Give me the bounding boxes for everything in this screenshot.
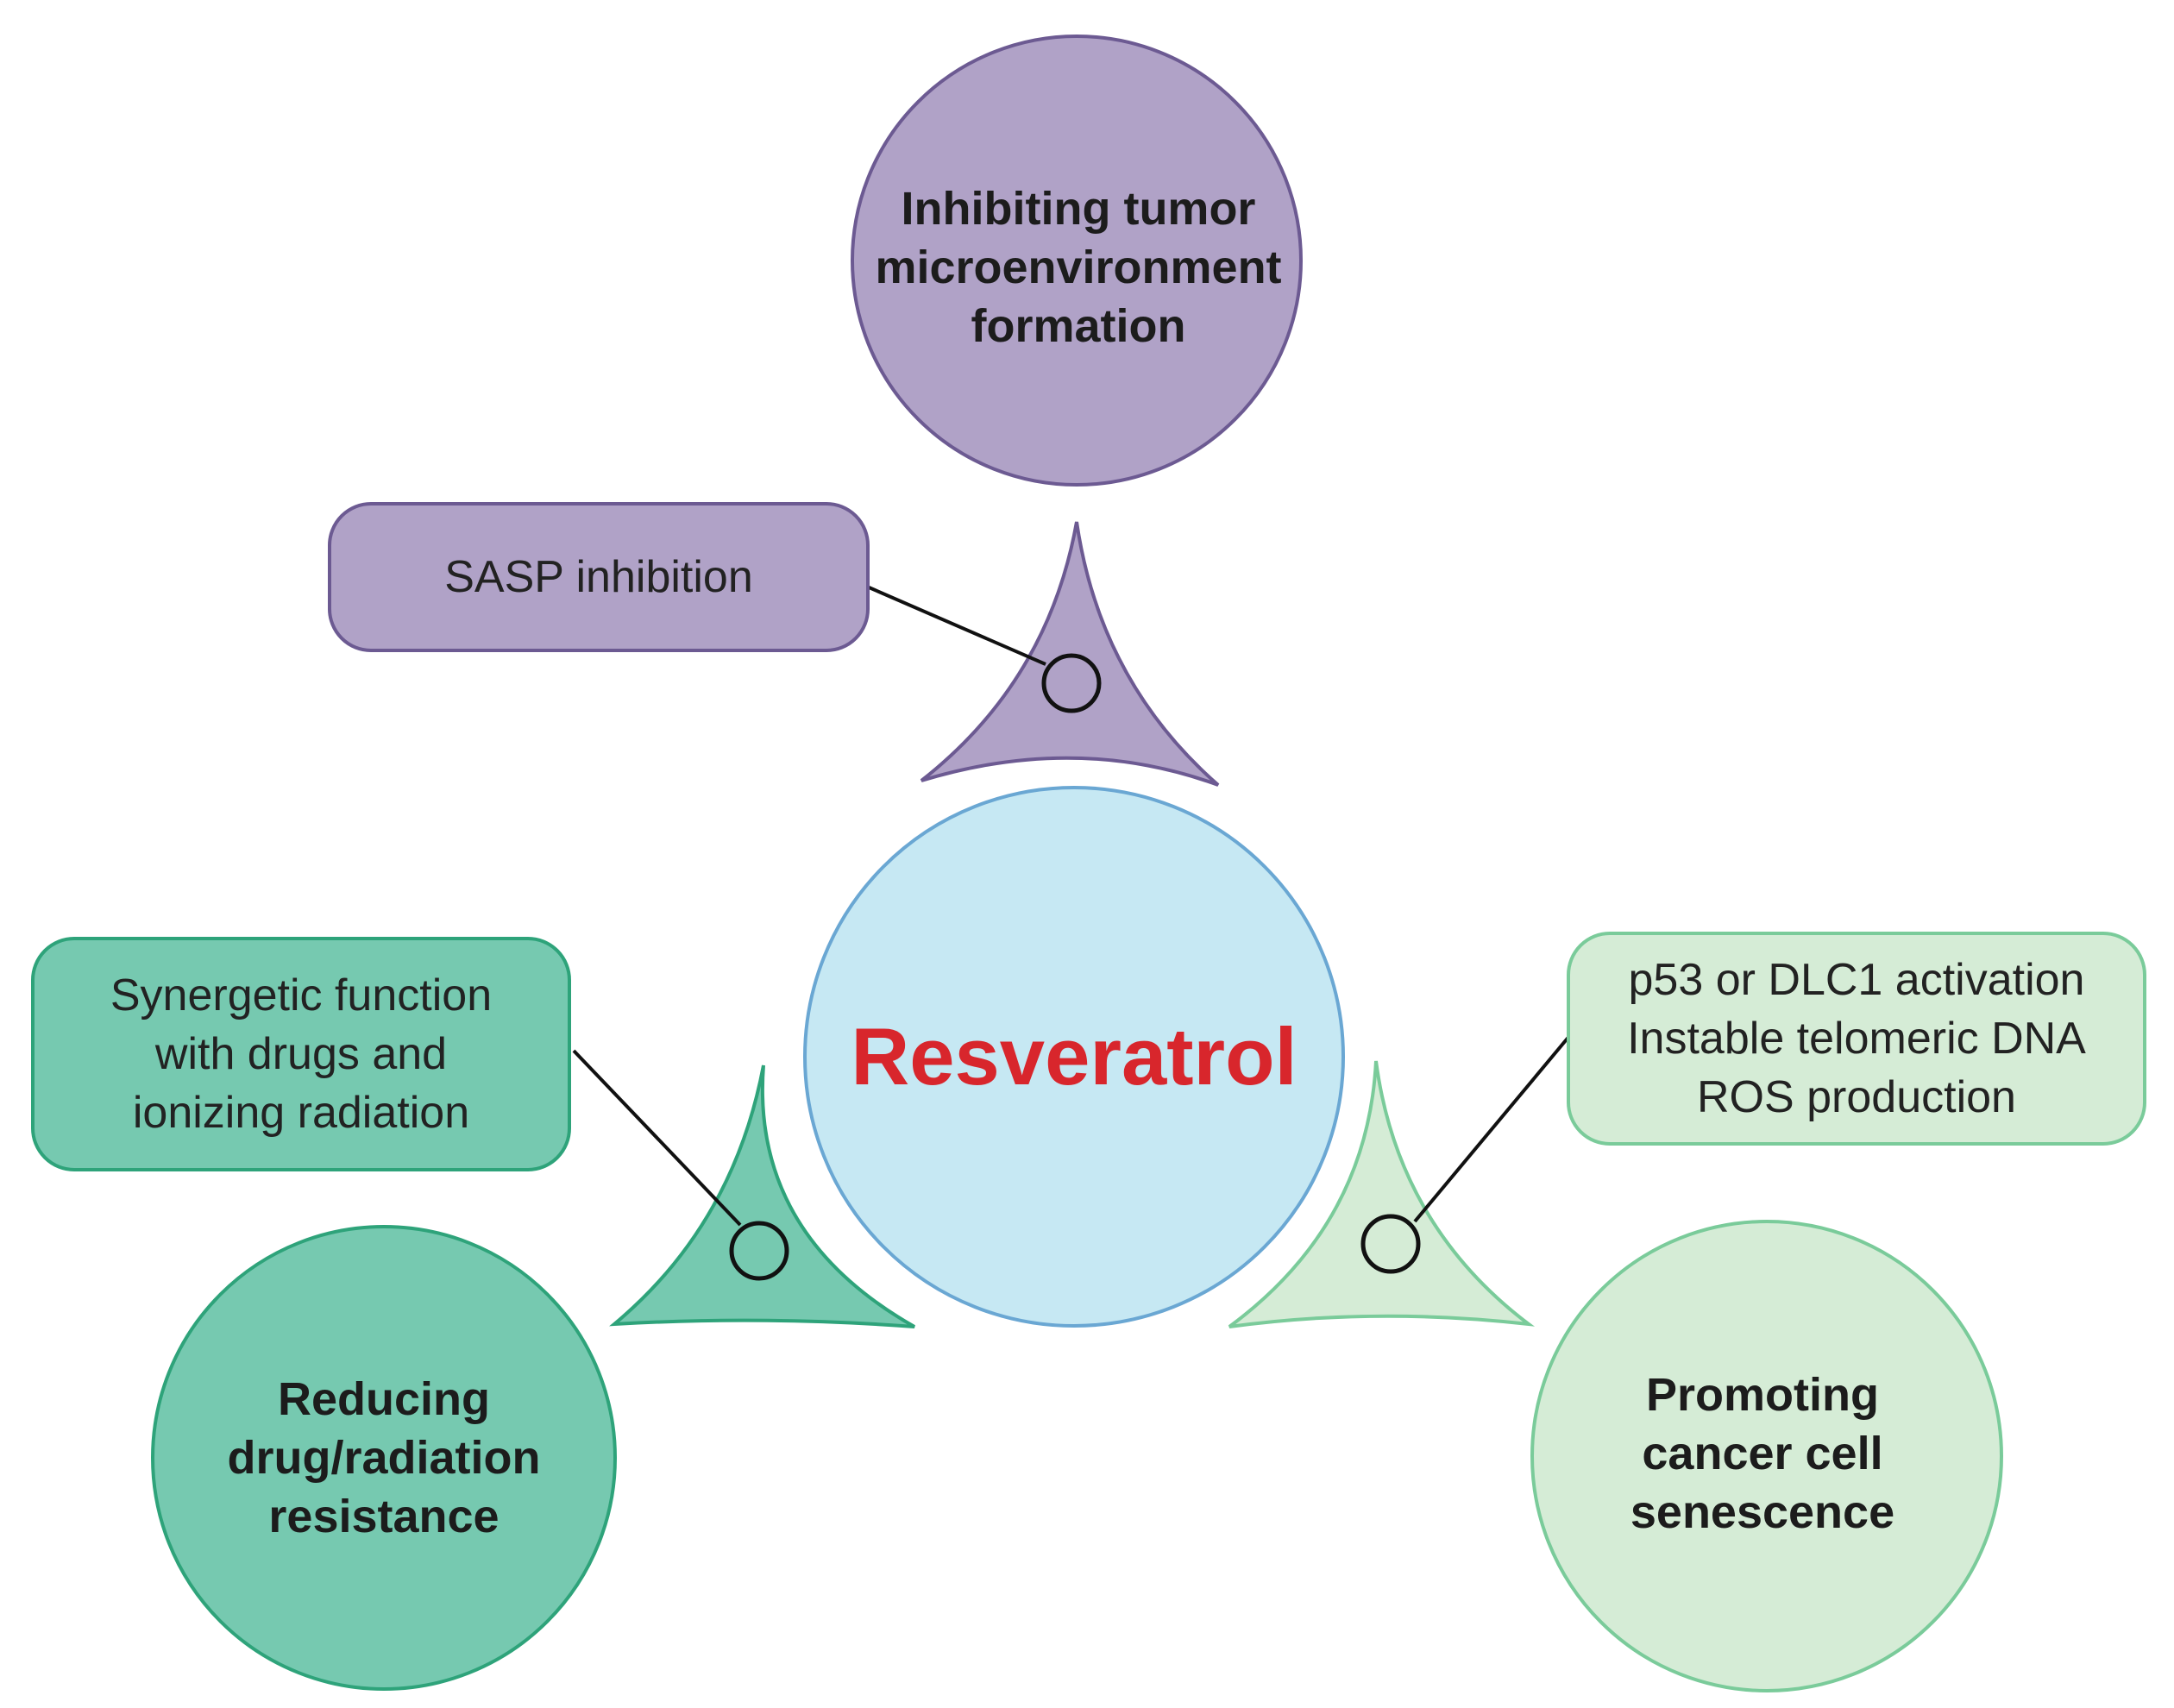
outcome-circle-left: [151, 1225, 617, 1691]
outcome-label-left: Reducing drug/radiation resistance: [227, 1373, 541, 1542]
connector-triangle-left: [609, 1064, 915, 1328]
outcome-label-right: Promoting cancer cell senescence: [1630, 1369, 1895, 1538]
mechanism-box-right: p53 or DLC1 activation Instable telomeri…: [1567, 932, 2146, 1146]
connector-line-right: [1413, 1033, 1572, 1223]
center-circle: [803, 786, 1345, 1328]
connector-node-right: [1360, 1214, 1421, 1274]
outcome-circle-right: [1530, 1220, 2003, 1692]
connector-line-top: [866, 585, 1046, 666]
outcome-circle-top: [851, 35, 1303, 487]
connector-triangle-right: [1228, 1060, 1536, 1328]
connector-line-left: [572, 1049, 742, 1227]
connector-node-left: [729, 1221, 789, 1281]
connector-node-top: [1041, 653, 1102, 713]
mechanism-box-left: Synergetic function with drugs and ioniz…: [31, 937, 571, 1171]
mechanism-box-top: SASP inhibition: [328, 502, 870, 652]
center-label: Resveratrol: [851, 1011, 1297, 1102]
outcome-label-top: Inhibiting tumor microenvironment format…: [875, 183, 1282, 352]
connector-triangle-top: [920, 521, 1220, 787]
